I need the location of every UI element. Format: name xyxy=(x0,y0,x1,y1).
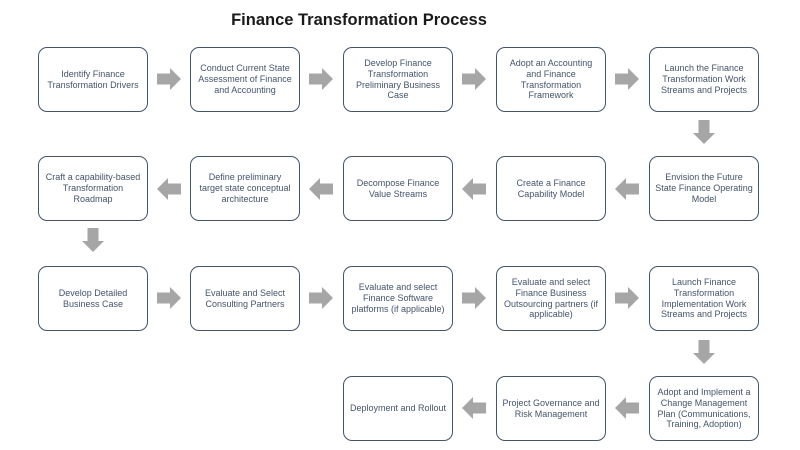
step-select-outsourcing-partners: Evaluate and select Finance Business Out… xyxy=(496,266,606,331)
flow-arrow-down-icon xyxy=(693,340,715,364)
step-launch-implementation: Launch Finance Transformation Implementa… xyxy=(649,266,759,331)
flow-arrow-left-icon xyxy=(462,397,486,419)
flow-arrow-left-icon xyxy=(309,178,333,200)
step-current-state-assessment: Conduct Current State Assessment of Fina… xyxy=(190,47,300,112)
step-deployment-rollout: Deployment and Rollout xyxy=(343,376,453,441)
step-change-management-plan: Adopt and Implement a Change Management … xyxy=(649,376,759,441)
step-select-software-platforms: Evaluate and select Finance Software pla… xyxy=(343,266,453,331)
flow-arrow-right-icon xyxy=(157,287,181,309)
step-label: Adopt and Implement a Change Management … xyxy=(657,386,751,430)
step-launch-work-streams: Launch the Finance Transformation Work S… xyxy=(649,47,759,112)
step-adopt-framework: Adopt an Accounting and Finance Transfor… xyxy=(496,47,606,112)
step-label: Evaluate and Select Consulting Partners xyxy=(204,287,286,309)
step-label: Identify Finance Transformation Drivers xyxy=(47,68,139,90)
flow-arrow-right-icon xyxy=(309,68,333,90)
step-label: Develop Detailed Business Case xyxy=(58,287,128,309)
flow-arrow-right-icon xyxy=(157,68,181,90)
flow-arrow-left-icon xyxy=(462,178,486,200)
step-identify-drivers: Identify Finance Transformation Drivers xyxy=(38,47,148,112)
flow-arrow-left-icon xyxy=(615,178,639,200)
step-label: Create a Finance Capability Model xyxy=(516,177,586,199)
step-label: Envision the Future State Finance Operat… xyxy=(655,172,753,204)
flow-arrow-down-icon xyxy=(82,228,104,252)
step-label: Develop Finance Transformation Prelimina… xyxy=(355,57,441,101)
step-label: Conduct Current State Assessment of Fina… xyxy=(198,63,292,95)
flow-arrow-right-icon xyxy=(309,287,333,309)
step-label: Deployment and Rollout xyxy=(349,403,447,414)
flow-arrow-right-icon xyxy=(462,287,486,309)
step-target-state-architecture: Define preliminary target state conceptu… xyxy=(190,156,300,221)
step-select-consulting-partners: Evaluate and Select Consulting Partners xyxy=(190,266,300,331)
flow-arrow-down-icon xyxy=(693,120,715,144)
step-envision-operating-model: Envision the Future State Finance Operat… xyxy=(649,156,759,221)
step-label: Decompose Finance Value Streams xyxy=(356,177,440,199)
step-label: Define preliminary target state conceptu… xyxy=(199,172,291,204)
step-preliminary-business-case: Develop Finance Transformation Prelimina… xyxy=(343,47,453,112)
flow-arrow-left-icon xyxy=(157,178,181,200)
step-label: Adopt an Accounting and Finance Transfor… xyxy=(509,57,593,101)
step-capability-model: Create a Finance Capability Model xyxy=(496,156,606,221)
step-capability-roadmap: Craft a capability-based Transformation … xyxy=(38,156,148,221)
flow-arrow-right-icon xyxy=(615,68,639,90)
step-governance-risk: Project Governance and Risk Management xyxy=(496,376,606,441)
flow-arrow-left-icon xyxy=(615,397,639,419)
step-label: Project Governance and Risk Management xyxy=(502,397,600,419)
step-label: Craft a capability-based Transformation … xyxy=(45,172,141,204)
step-label: Launch Finance Transformation Implementa… xyxy=(660,276,748,320)
step-label: Launch the Finance Transformation Work S… xyxy=(660,63,748,95)
step-label: Evaluate and select Finance Business Out… xyxy=(503,276,599,320)
flow-arrow-right-icon xyxy=(615,287,639,309)
step-label: Evaluate and select Finance Software pla… xyxy=(351,282,445,314)
flow-arrow-right-icon xyxy=(462,68,486,90)
step-detailed-business-case: Develop Detailed Business Case xyxy=(38,266,148,331)
diagram-title: Finance Transformation Process xyxy=(231,11,487,29)
step-decompose-value-streams: Decompose Finance Value Streams xyxy=(343,156,453,221)
